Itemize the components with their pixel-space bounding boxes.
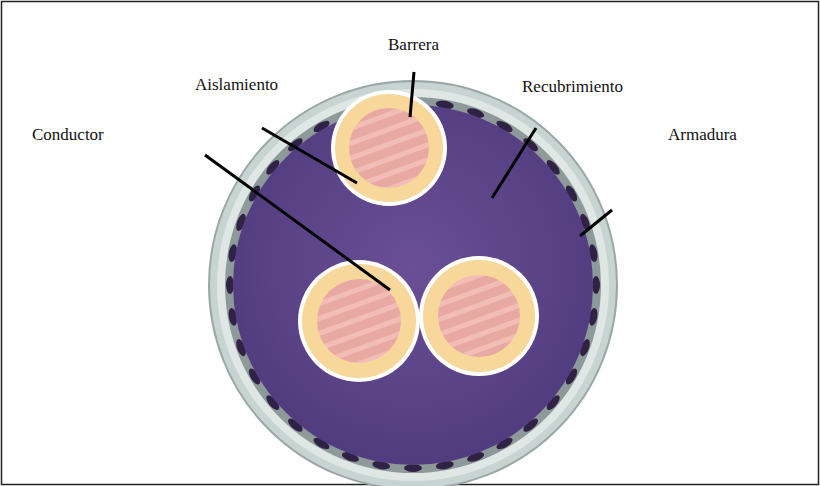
armor-ring-inner: [217, 89, 609, 481]
scallop: [226, 276, 234, 294]
leader-line: [205, 155, 390, 290]
barrier-ring: [225, 97, 601, 473]
filler-jacket: [233, 105, 593, 465]
barrier-scallops: [226, 98, 600, 472]
scallop: [592, 276, 600, 294]
leader-line: [580, 210, 612, 236]
leader-lines: [205, 72, 612, 290]
part-label: Conductor: [32, 126, 104, 145]
leader-line: [492, 128, 536, 198]
core-top: [331, 90, 447, 206]
scallop: [404, 464, 422, 472]
part-label: Armadura: [668, 126, 737, 145]
part-label: Aislamiento: [195, 76, 278, 95]
leader-line: [410, 72, 414, 117]
core-left: [298, 260, 420, 382]
leader-line: [262, 128, 357, 183]
part-label: Recubrimiento: [522, 78, 623, 97]
part-label: Barrera: [388, 36, 439, 55]
core-right: [419, 256, 539, 376]
armor-ring: [209, 81, 617, 486]
